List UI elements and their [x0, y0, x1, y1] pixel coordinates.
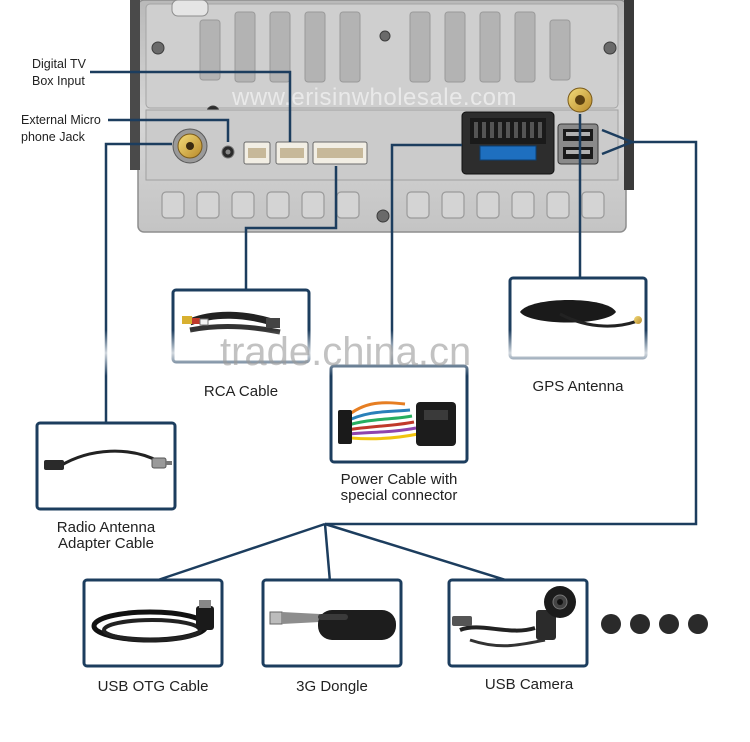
external-mic-label-line1: External Micro: [21, 113, 101, 127]
power-cable-label-line1: Power Cable with: [340, 471, 458, 488]
usb-otg-image: [91, 600, 214, 643]
usb-otg-frame: [82, 578, 224, 668]
more-accessories-indicator: [601, 614, 708, 634]
digital-tv-label: Digital TV Box Input: [32, 56, 86, 90]
radio-adapter-label-line1: Radio Antenna: [56, 519, 156, 536]
rca-cable-label: RCA Cable: [203, 383, 279, 400]
dongle-label: 3G Dongle: [296, 678, 368, 695]
usb-camera-label: USB Camera: [484, 676, 574, 693]
usb-otg-label: USB OTG Cable: [97, 678, 209, 695]
radio-adapter-image: [44, 449, 172, 470]
digital-tv-label-line1: Digital TV: [32, 57, 86, 71]
more-dot: [688, 614, 708, 634]
usb-camera-image: [452, 586, 576, 648]
radio-adapter-label-line2: Adapter Cable: [58, 535, 154, 552]
gps-antenna-image: [520, 300, 642, 328]
radio-adapter-frame: [35, 421, 177, 511]
more-dot: [659, 614, 679, 634]
digital-tv-label-line2: Box Input: [32, 74, 85, 88]
external-mic-label-line2: phone Jack: [21, 130, 85, 144]
power-cable-label: Power Cable with special connector: [311, 472, 487, 504]
more-dot: [630, 614, 650, 634]
connection-lines: [90, 70, 698, 584]
more-dot: [601, 614, 621, 634]
radio-adapter-label: Radio Antenna Adapter Cable: [24, 520, 188, 552]
power-cable-image: [338, 401, 456, 446]
gps-antenna-label: GPS Antenna: [532, 378, 624, 395]
external-mic-label: External Micro phone Jack: [21, 112, 101, 146]
power-cable-label-line2: special connector: [340, 487, 458, 504]
head-unit-back-panel: [130, 0, 634, 233]
dongle-image: [269, 610, 396, 640]
